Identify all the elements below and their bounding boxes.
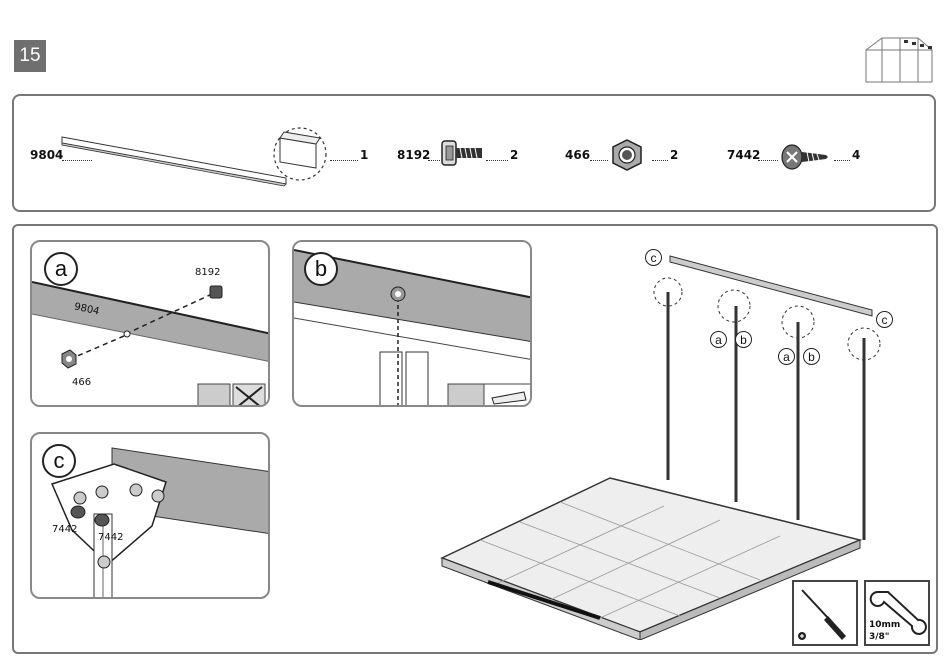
callout-b: b [735, 331, 752, 348]
leader-dots [652, 160, 668, 161]
wrench-size-in: 3/8" [869, 632, 890, 642]
wrench-tool: 10mm 3/8" [864, 580, 930, 646]
detail-a-letter: a [44, 252, 78, 286]
leader-dots [590, 160, 608, 161]
detail-c-screw-label: 7442 [52, 524, 77, 535]
wrench-size-mm: 10mm [869, 620, 900, 630]
detail-a-nut-label: 466 [72, 377, 91, 388]
leader-dots [486, 160, 508, 161]
part-code-466: 466 [565, 148, 590, 162]
callout-c: c [645, 249, 662, 266]
part-qty-466: 2 [670, 148, 678, 162]
part-code-7442: 7442 [727, 148, 760, 162]
callout-b: b [803, 348, 820, 365]
step-number: 15 [14, 40, 46, 72]
leader-dots [428, 160, 440, 161]
callout-a: a [778, 348, 795, 365]
shed-icon [860, 30, 940, 86]
leader-dots [758, 160, 778, 161]
carriage-bolt-icon [440, 138, 486, 172]
part-qty-7442: 4 [852, 148, 860, 162]
detail-c-panel: c 7442 7442 [30, 432, 270, 599]
screw-icon [780, 140, 830, 174]
phillips-screwdriver-icon [794, 582, 856, 644]
part-qty-9804: 1 [360, 148, 368, 162]
part-qty-8192: 2 [510, 148, 518, 162]
detail-a-bolt-label: 8192 [195, 267, 220, 278]
beam-9804-drawing [60, 122, 340, 192]
part-code-9804: 9804 [30, 148, 63, 162]
callout-a: a [710, 331, 727, 348]
detail-c-screw-label: 7442 [98, 532, 123, 543]
detail-a-panel: a 8192 9804 466 [30, 240, 270, 407]
detail-b-letter: b [304, 252, 338, 286]
callout-c: c [876, 311, 893, 328]
screwdriver-tool [792, 580, 858, 646]
part-code-8192: 8192 [397, 148, 430, 162]
detail-c-letter: c [42, 444, 76, 478]
flange-nut-icon [608, 138, 646, 172]
leader-dots [330, 160, 358, 161]
leader-dots [834, 160, 850, 161]
